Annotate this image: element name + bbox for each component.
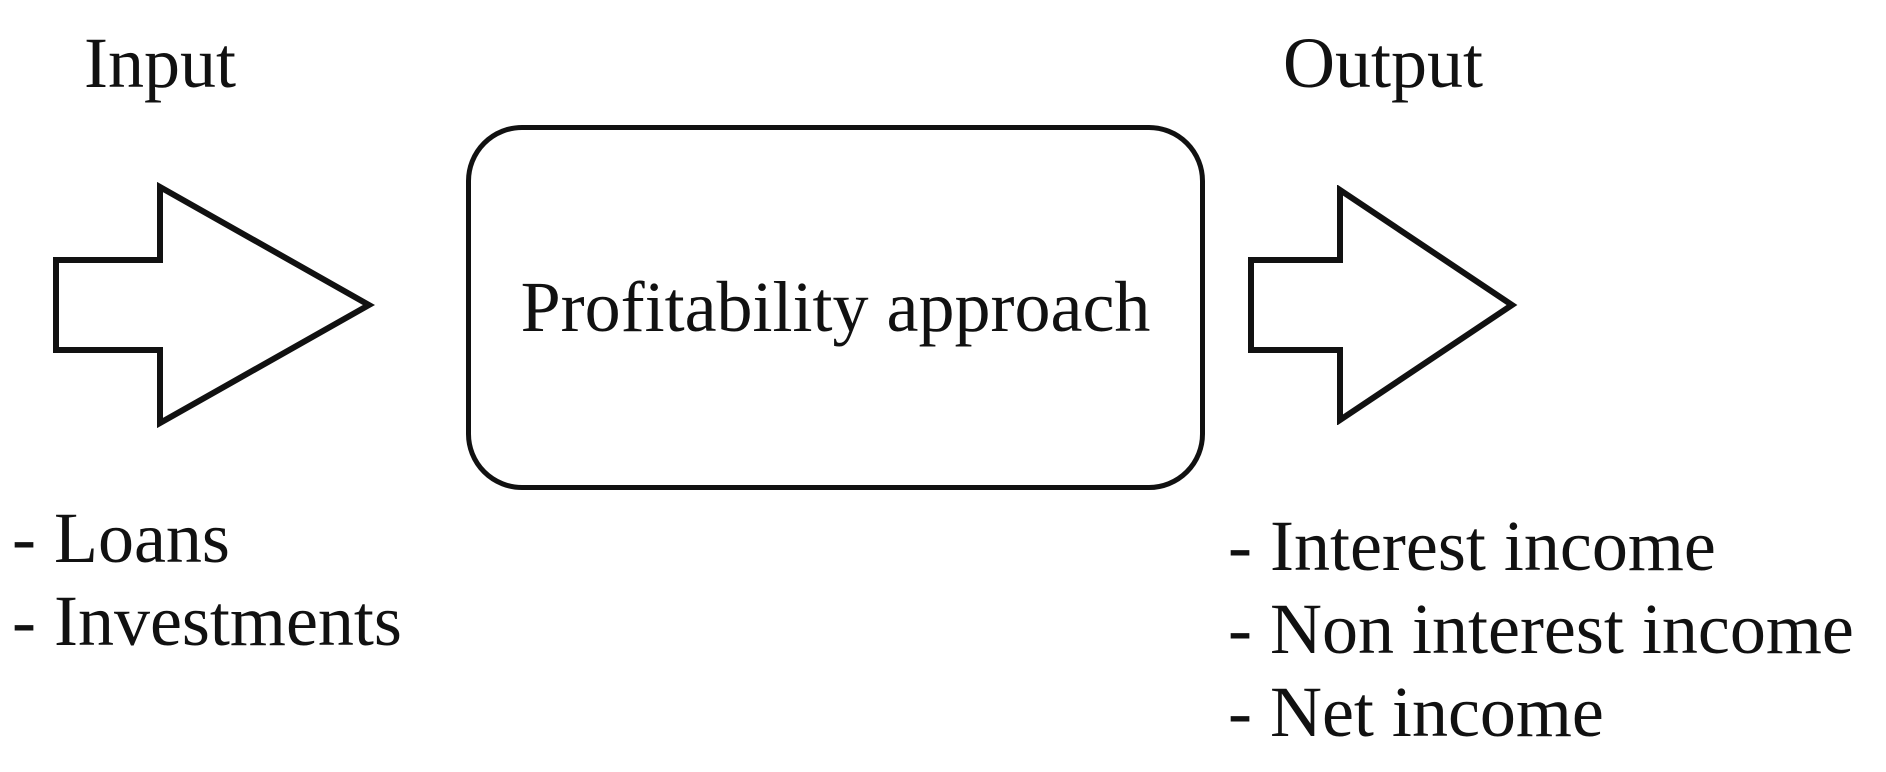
output-item-net-income: - Net income [1228,672,1604,752]
process-box-label: Profitability approach [520,267,1151,347]
right-block-arrow-icon [1248,185,1518,425]
output-label: Output [1283,23,1484,103]
output-item-non-interest-income: - Non interest income [1228,589,1854,669]
input-item-investments: - Investments [12,581,402,661]
output-items-list: - Interest income - Non interest income … [1228,505,1854,754]
output-item-interest-income: - Interest income [1228,506,1716,586]
input-item-loans: - Loans [12,498,230,578]
right-block-arrow-icon [53,182,375,428]
input-label: Input [84,23,236,103]
input-items-list: - Loans - Investments [12,497,402,663]
process-box: Profitability approach [466,125,1205,490]
